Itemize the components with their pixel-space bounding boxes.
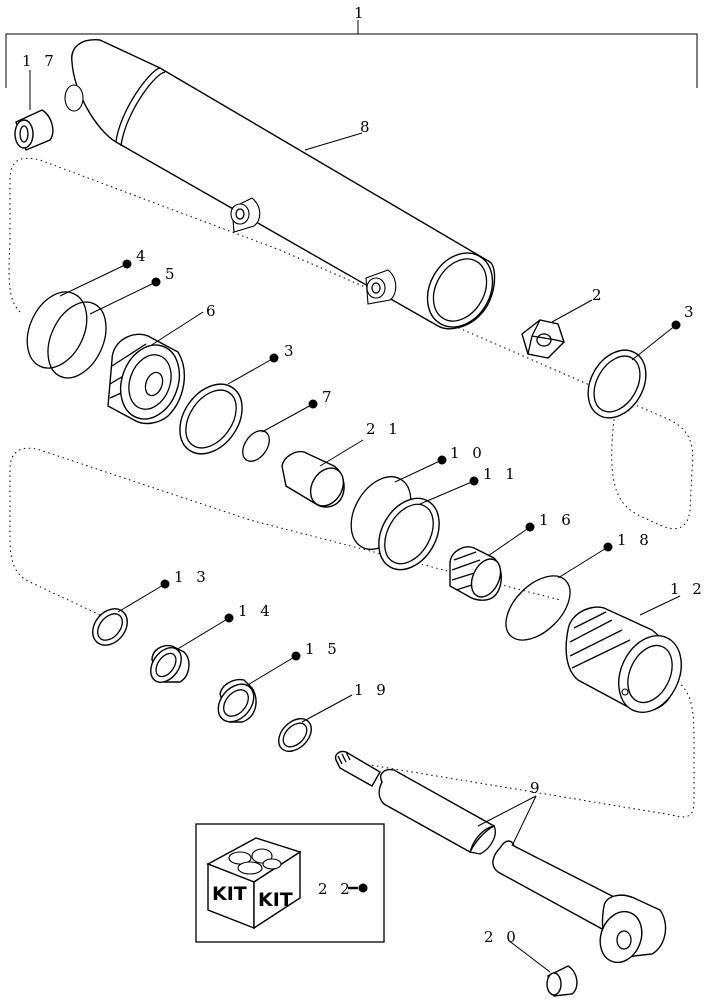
cylinder-gland: [565, 606, 682, 713]
callout-18: 1 8: [617, 531, 653, 549]
ring-19: [278, 718, 312, 752]
callout-20: 2 0: [484, 928, 520, 946]
kit-package-icon: KIT KIT: [206, 837, 302, 930]
rod-bushing-20: [546, 965, 578, 997]
callout-11: 1 1: [483, 465, 519, 483]
backup-ring-5: [47, 301, 107, 379]
callout-5: 5: [165, 265, 179, 283]
callout-7: 7: [322, 388, 336, 406]
seal-kit-box: KIT KIT: [195, 823, 385, 943]
callout-1: 1: [354, 4, 368, 22]
callout-9: 9: [530, 779, 544, 797]
callout-labels: 1 1 7 8 2 3 4 5 6 3 7 2 1 1 0 1 1 1 6 1 …: [22, 4, 704, 946]
o-ring-18: [505, 575, 571, 641]
spacer-tube: [281, 450, 345, 508]
callout-16: 1 6: [539, 511, 575, 529]
callout-17: 1 7: [22, 52, 58, 70]
callout-6: 6: [206, 302, 220, 320]
callout-3-left: 3: [284, 342, 298, 360]
callout-15: 1 5: [305, 640, 341, 658]
callout-8: 8: [360, 118, 374, 136]
kit-label-left: KIT: [212, 883, 247, 905]
backup-ring-11: [378, 497, 440, 571]
callout-2: 2: [592, 286, 606, 304]
barrel-port-1: [230, 197, 261, 233]
kit-member-dots: [122, 259, 681, 893]
barrel-port-2: [365, 269, 397, 305]
callout-21: 2 1: [366, 420, 402, 438]
rod-seal-15: [217, 678, 257, 723]
wear-ring-14: [150, 644, 190, 683]
o-ring-7: [242, 430, 270, 462]
piston: [107, 333, 185, 425]
callout-22: 2 2: [318, 880, 354, 898]
callout-12: 1 2: [670, 580, 704, 598]
seal-kit-outline-upper: [8, 157, 694, 530]
seal-ring-left: [179, 383, 243, 455]
piston-nut: [521, 319, 565, 359]
callout-14: 1 4: [238, 602, 274, 620]
callout-13: 1 3: [174, 568, 210, 586]
barrel-bushing: [14, 109, 54, 151]
assembly-bracket: [5, 20, 698, 88]
callout-19: 1 9: [354, 681, 390, 699]
piston-rod: [334, 750, 667, 964]
seal-13: [92, 608, 128, 646]
callout-10: 1 0: [450, 444, 486, 462]
o-ring-4: [26, 291, 88, 369]
callout-4: 4: [136, 247, 150, 265]
callout-3-right: 3: [684, 303, 698, 321]
cylinder-barrel: [64, 39, 496, 330]
kit-label-right: KIT: [258, 889, 293, 911]
rod-wiper-16: [449, 546, 502, 601]
seal-ring-right: [587, 349, 647, 419]
leader-lines: [29, 70, 681, 973]
